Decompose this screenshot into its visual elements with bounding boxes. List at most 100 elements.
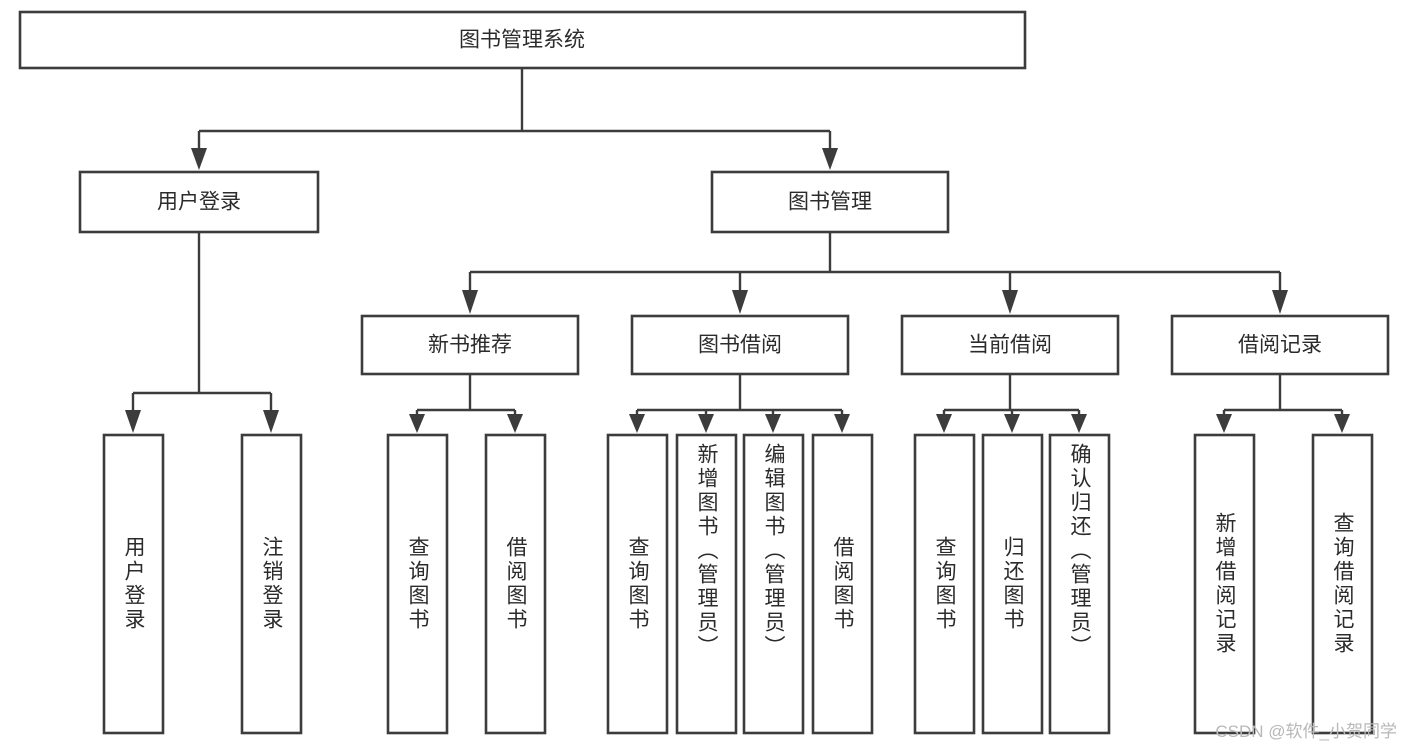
node-leaf-user-login-box[interactable] [102, 433, 165, 735]
node-leaf-borrow-book-2-label: 借阅图书 [831, 536, 854, 632]
connector-group-current-borrow [936, 374, 1087, 433]
node-leaf-borrow-book-2[interactable]: 借阅图书 [811, 433, 874, 735]
node-leaf-borrow-book-1[interactable]: 借阅图书 [484, 433, 547, 735]
arrow-to-leaf-edit-book-admin [765, 414, 781, 433]
node-leaf-edit-book-admin-label: 编辑图书（管理员） [762, 443, 785, 659]
leaf-query-book-3-text-wrap: 查询图书 [933, 536, 956, 632]
node-book-manage-box[interactable] [710, 170, 950, 234]
connector-group-borrow-record [1216, 374, 1350, 433]
node-user-login-label: 用户登录 [157, 191, 241, 214]
node-leaf-query-book-3-label: 查询图书 [933, 536, 956, 632]
connector-group-new-book-rec [409, 374, 523, 433]
node-leaf-query-borrow-record-box[interactable] [1311, 433, 1374, 735]
node-borrow-record-label: 借阅记录 [1238, 334, 1322, 357]
arrow-to-leaf-return-book [1004, 414, 1020, 433]
node-leaf-add-borrow-record-label: 新增借阅记录 [1213, 512, 1236, 656]
leaf-user-logout-text-wrap: 注销登录 [260, 536, 283, 632]
node-leaf-user-login-label: 用户登录 [122, 536, 145, 632]
node-leaf-return-book-label: 归还图书 [1001, 536, 1024, 632]
leaf-borrow-book-2-text-wrap: 借阅图书 [831, 536, 854, 632]
arrow-to-user-login [191, 148, 207, 170]
node-leaf-add-borrow-record[interactable]: 新增借阅记录 [1193, 433, 1256, 735]
connector-group-book-borrow [629, 374, 850, 433]
node-book-manage-label: 图书管理 [788, 191, 872, 214]
node-leaf-return-book-box[interactable] [981, 433, 1044, 735]
leaf-query-book-2-text-wrap: 查询图书 [626, 536, 649, 632]
arrow-to-current-borrow [1002, 290, 1018, 314]
arrow-to-leaf-user-login [125, 410, 141, 433]
node-book-borrow-label: 图书借阅 [698, 334, 782, 357]
node-book-borrow-box[interactable] [630, 314, 850, 376]
node-current-borrow-label: 当前借阅 [968, 334, 1052, 357]
leaf-edit-book-admin-text-wrap: 编辑图书（管理员） [762, 443, 785, 659]
arrow-to-leaf-query-borrow-record [1334, 414, 1350, 433]
node-leaf-user-logout-label: 注销登录 [260, 536, 283, 632]
arrow-to-leaf-borrow-book-1 [507, 414, 523, 433]
node-root-label: 图书管理系统 [459, 29, 585, 52]
arrow-to-leaf-confirm-return-admin [1071, 414, 1087, 433]
leaf-borrow-book-1-text-wrap: 借阅图书 [504, 536, 527, 632]
node-leaf-edit-book-admin-box[interactable] [742, 433, 805, 735]
leaf-add-borrow-record-text-wrap: 新增借阅记录 [1213, 512, 1236, 656]
node-book-manage[interactable]: 图书管理 [710, 170, 950, 234]
node-leaf-return-book[interactable]: 归还图书 [981, 433, 1044, 735]
node-borrow-record-box[interactable] [1170, 314, 1390, 376]
node-user-login-box[interactable] [78, 170, 320, 234]
leaf-add-book-admin-text-wrap: 新增图书（管理员） [695, 443, 718, 659]
connector-group-user-login [125, 232, 279, 433]
node-root[interactable]: 图书管理系统 [18, 10, 1027, 70]
node-leaf-add-book-admin-label: 新增图书（管理员） [695, 443, 718, 659]
node-leaf-query-book-3-box[interactable] [913, 433, 976, 735]
connector-group-root [191, 68, 838, 170]
node-borrow-record[interactable]: 借阅记录 [1170, 314, 1390, 376]
arrow-to-leaf-add-borrow-record [1216, 414, 1232, 433]
node-leaf-query-book-1-label: 查询图书 [406, 536, 429, 632]
node-leaf-add-book-admin-box[interactable] [675, 433, 738, 735]
node-leaf-confirm-return-admin-box[interactable] [1048, 433, 1111, 735]
node-current-borrow-box[interactable] [900, 314, 1120, 376]
node-leaf-add-book-admin[interactable]: 新增图书（管理员） [675, 433, 738, 735]
node-leaf-query-book-3[interactable]: 查询图书 [913, 433, 976, 735]
node-leaf-confirm-return-admin-label: 确认归还（管理员） [1068, 443, 1091, 659]
node-leaf-borrow-book-2-box[interactable] [811, 433, 874, 735]
node-leaf-user-login[interactable]: 用户登录 [102, 433, 165, 735]
node-leaf-borrow-book-1-box[interactable] [484, 433, 547, 735]
arrow-to-new-book-rec [462, 290, 478, 314]
node-new-book-rec-box[interactable] [360, 314, 580, 376]
node-leaf-edit-book-admin[interactable]: 编辑图书（管理员） [742, 433, 805, 735]
node-current-borrow[interactable]: 当前借阅 [900, 314, 1120, 376]
node-book-borrow[interactable]: 图书借阅 [630, 314, 850, 376]
node-leaf-user-logout[interactable]: 注销登录 [240, 433, 303, 735]
arrow-to-book-manage [822, 148, 838, 170]
leaf-query-borrow-record-text-wrap: 查询借阅记录 [1331, 512, 1354, 656]
leaf-return-book-text-wrap: 归还图书 [1001, 536, 1024, 632]
arrow-to-leaf-query-book-2 [629, 414, 645, 433]
node-root-box[interactable] [18, 10, 1027, 70]
node-leaf-query-borrow-record[interactable]: 查询借阅记录 [1311, 433, 1374, 735]
leaf-query-book-1-text-wrap: 查询图书 [406, 536, 429, 632]
node-user-login[interactable]: 用户登录 [78, 170, 320, 234]
node-leaf-confirm-return-admin[interactable]: 确认归还（管理员） [1048, 433, 1111, 735]
arrow-to-leaf-query-book-3 [936, 414, 952, 433]
node-leaf-query-book-2-label: 查询图书 [626, 536, 649, 632]
connector-group-book-manage [462, 232, 1288, 314]
arrow-to-leaf-query-book-1 [409, 414, 425, 433]
leaf-confirm-return-admin-text-wrap: 确认归还（管理员） [1068, 443, 1091, 659]
node-leaf-query-book-1-box[interactable] [386, 433, 449, 735]
node-new-book-rec-label: 新书推荐 [428, 334, 512, 357]
leaf-user-login-text-wrap: 用户登录 [122, 536, 145, 632]
node-leaf-query-book-1[interactable]: 查询图书 [386, 433, 449, 735]
arrow-to-leaf-borrow-book-2 [834, 414, 850, 433]
arrow-to-leaf-add-book-admin [698, 414, 714, 433]
arrow-to-book-borrow [732, 290, 748, 314]
node-leaf-add-borrow-record-box[interactable] [1193, 433, 1256, 735]
node-leaf-user-logout-box[interactable] [240, 433, 303, 735]
arrow-to-borrow-record [1272, 290, 1288, 314]
node-leaf-query-book-2-box[interactable] [606, 433, 669, 735]
node-leaf-query-book-2[interactable]: 查询图书 [606, 433, 669, 735]
node-new-book-rec[interactable]: 新书推荐 [360, 314, 580, 376]
node-leaf-query-borrow-record-label: 查询借阅记录 [1331, 512, 1354, 656]
node-leaf-borrow-book-1-label: 借阅图书 [504, 536, 527, 632]
